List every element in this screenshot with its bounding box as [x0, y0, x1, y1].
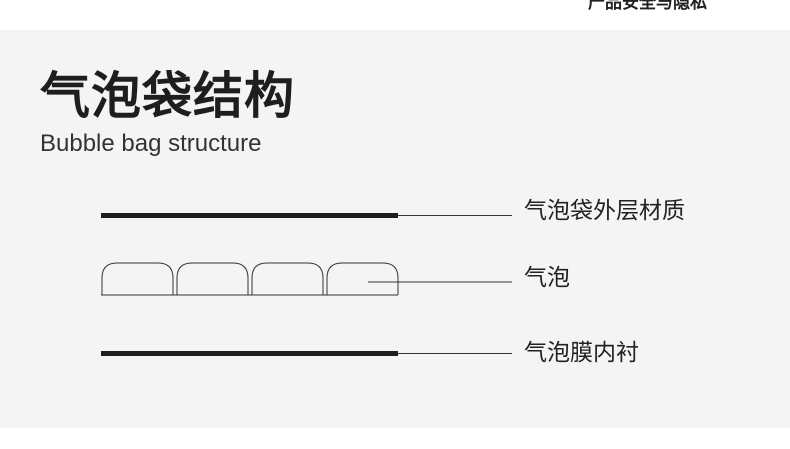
section-title: 气泡袋结构 — [40, 67, 295, 125]
inner-lining-bar — [101, 351, 398, 356]
outer-layer — [101, 213, 512, 218]
bubble-4 — [326, 262, 399, 295]
top-strip: 产品安全与隐私 — [0, 0, 790, 30]
bubble-3 — [251, 262, 324, 295]
cropped-header-text: 产品安全与隐私 — [588, 0, 707, 13]
label-bubble: 气泡 — [524, 265, 570, 291]
bubble-bag-diagram — [101, 213, 512, 356]
outer-layer-bar — [101, 213, 398, 218]
label-outer-layer: 气泡袋外层材质 — [524, 198, 685, 224]
structure-panel: 气泡袋结构 Bubble bag structure 气泡袋外层材质 气泡 气泡… — [0, 30, 790, 428]
inner-lining-layer — [101, 351, 512, 356]
bubble-layer — [101, 262, 512, 296]
bubble-1 — [101, 262, 174, 295]
label-inner-lining: 气泡膜内衬 — [524, 340, 639, 366]
bottom-strip — [0, 428, 790, 449]
section-subtitle: Bubble bag structure — [40, 130, 262, 157]
bubble-2 — [176, 262, 249, 295]
